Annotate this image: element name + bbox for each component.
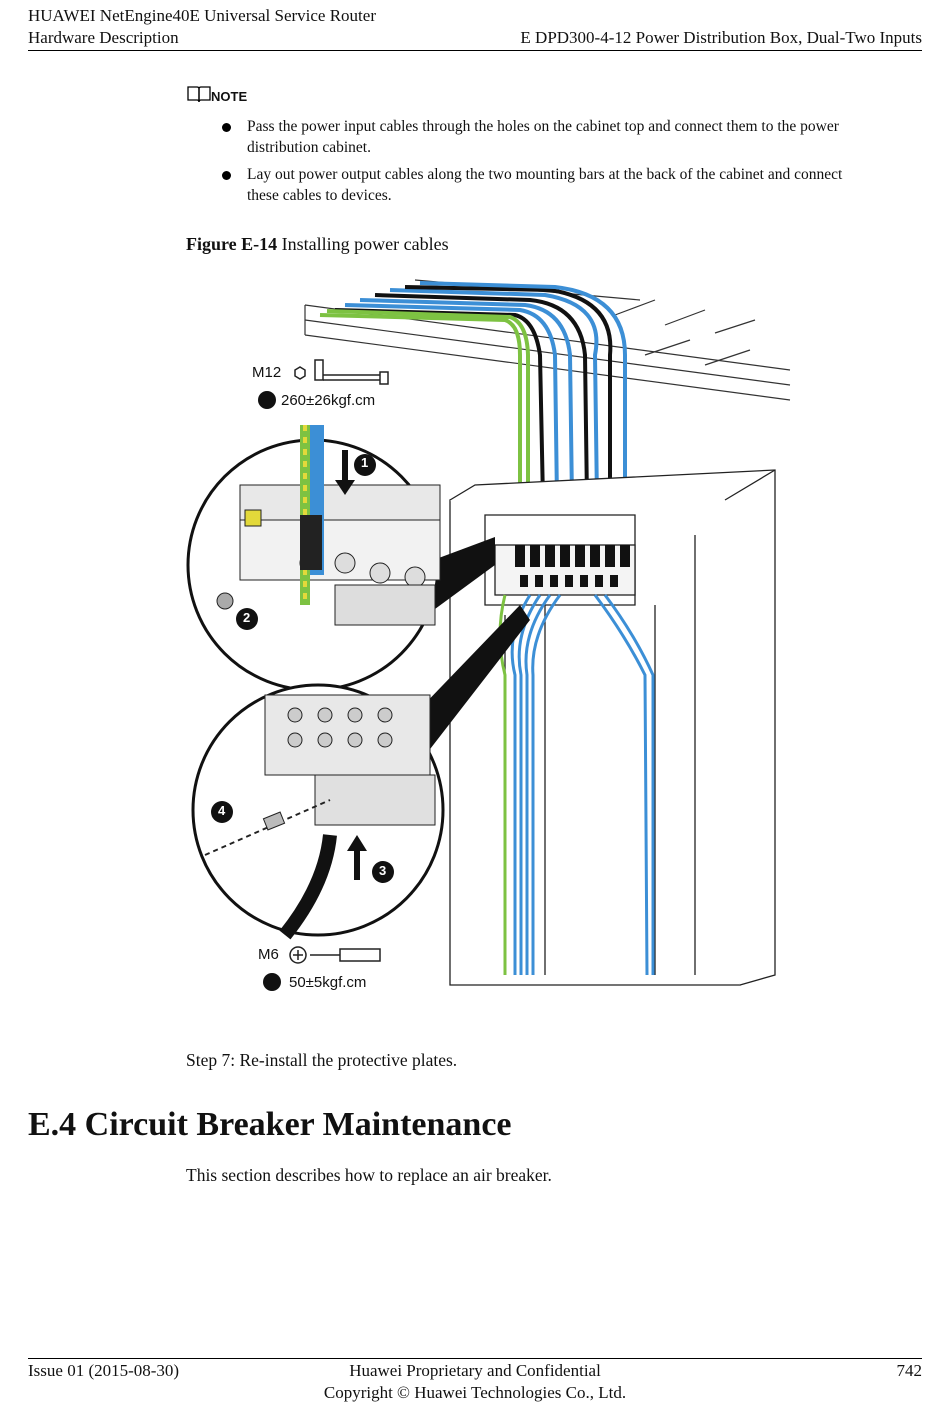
section-intro: This section describes how to replace an… bbox=[186, 1165, 552, 1185]
footer-page-number: 742 bbox=[896, 1361, 923, 1380]
label-m6: M6 bbox=[258, 946, 279, 963]
step-7-text: Step 7: Re-install the protective plates… bbox=[186, 1050, 458, 1070]
note-bullet-2-line2: these cables to devices. bbox=[247, 187, 392, 204]
note-bullet-2-line1: Lay out power output cables along the tw… bbox=[247, 166, 843, 183]
step-2-label: 2 bbox=[243, 610, 251, 625]
header-product: HUAWEI NetEngine40E Universal Service Ro… bbox=[28, 6, 376, 25]
bullet-dot bbox=[222, 123, 231, 132]
cable-bundle bbox=[319, 281, 627, 501]
footer-issue: Issue 01 (2015-08-30) bbox=[28, 1361, 180, 1380]
footer-copyright: Copyright © Huawei Technologies Co., Ltd… bbox=[323, 1383, 627, 1402]
label-torque-50: 50±5kgf.cm bbox=[289, 974, 367, 991]
wrench-icon bbox=[294, 359, 389, 385]
bullet-dot bbox=[222, 171, 231, 180]
step-markers bbox=[211, 454, 394, 883]
figure-caption: Figure E-14 Installing power cables bbox=[186, 234, 449, 255]
footer-rule bbox=[28, 1358, 922, 1359]
figure-number: Figure E-14 bbox=[186, 234, 278, 254]
installation-diagram bbox=[186, 279, 791, 991]
detail-circle-input bbox=[186, 425, 441, 692]
step-1-label: 1 bbox=[361, 455, 369, 470]
label-torque-260: 260±26kgf.cm bbox=[281, 392, 376, 409]
screwdriver-icon bbox=[289, 946, 381, 964]
step-3-label: 3 bbox=[379, 863, 387, 878]
header-doc-type: Hardware Description bbox=[28, 28, 179, 47]
section-title: E.4 Circuit Breaker Maintenance bbox=[28, 1106, 512, 1143]
header-rule bbox=[28, 50, 922, 51]
rotate-icon bbox=[258, 391, 281, 991]
figure-title: Installing power cables bbox=[281, 234, 449, 254]
power-cable-installation-figure bbox=[185, 275, 800, 1015]
breaker-row bbox=[515, 545, 630, 587]
note-bullet-1-line1: Pass the power input cables through the … bbox=[247, 118, 839, 135]
label-m12: M12 bbox=[252, 364, 282, 381]
note-icon bbox=[186, 84, 212, 109]
header-chapter: E DPD300-4-12 Power Distribution Box, Du… bbox=[520, 28, 922, 47]
footer-confidential: Huawei Proprietary and Confidential bbox=[349, 1361, 601, 1380]
cable-tray bbox=[304, 279, 791, 401]
note-label: NOTE bbox=[211, 89, 248, 104]
callout-connector-1 bbox=[420, 537, 495, 620]
step-4-label: 4 bbox=[218, 803, 226, 818]
note-bullet-1-line2: distribution cabinet. bbox=[247, 139, 371, 156]
